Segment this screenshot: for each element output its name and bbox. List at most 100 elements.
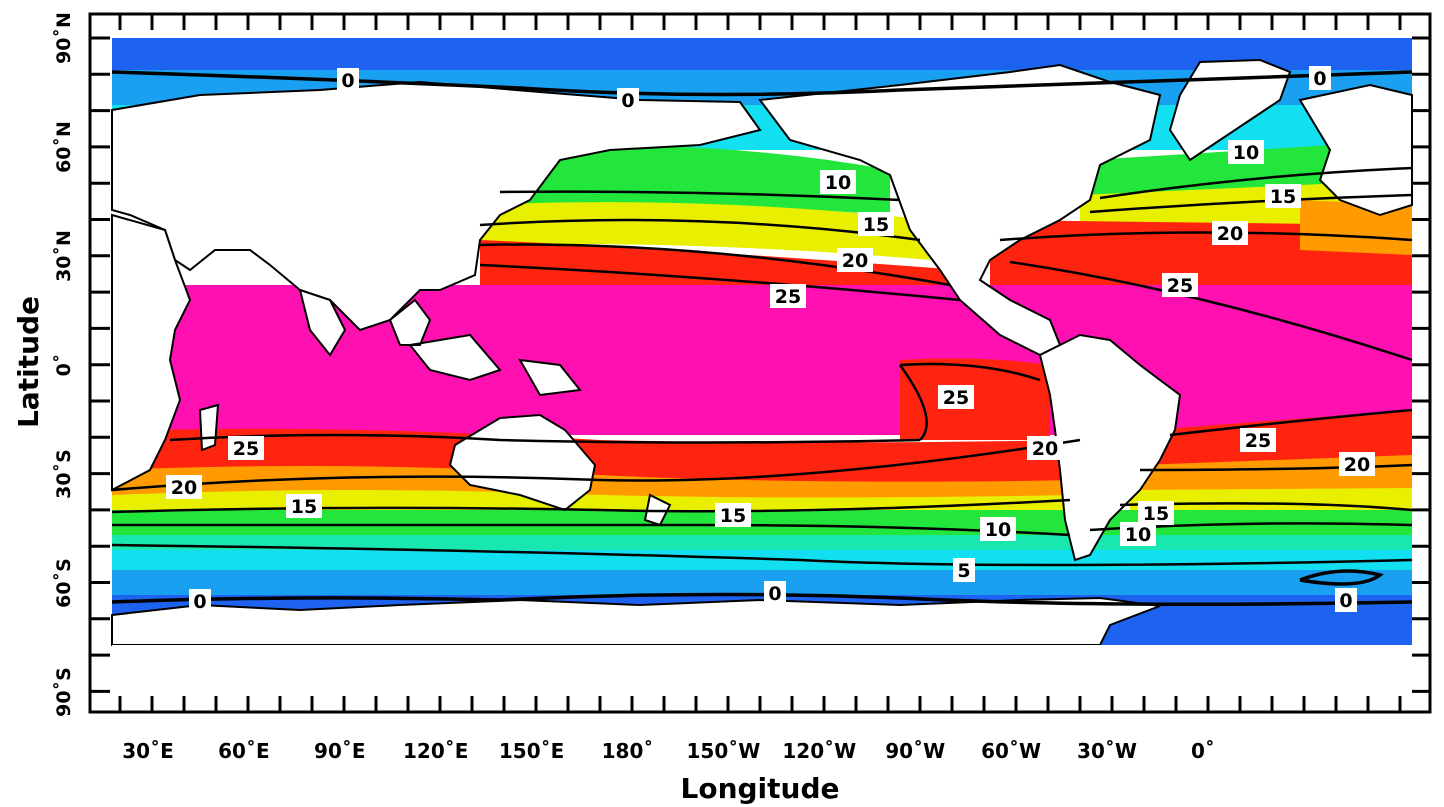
- contour-label-text: 20: [1032, 438, 1058, 460]
- contour-label-south-0-b: 0: [764, 581, 786, 605]
- lon-tick-label: 150˚W: [686, 739, 760, 763]
- contour-label-box: [189, 589, 211, 613]
- contour-label-pac-s-20: 20: [1027, 436, 1063, 460]
- isotherm-20-north: [479, 231, 1413, 287]
- contour-label-text: 15: [720, 505, 746, 527]
- band-yellow-north: [480, 180, 1412, 260]
- contour-label-box: [337, 68, 359, 92]
- contour-label-text: 15: [1270, 186, 1296, 208]
- contour-label-box: [1265, 184, 1301, 208]
- land-masses: [111, 58, 1413, 690]
- contour-label-text: 0: [341, 70, 354, 92]
- contour-label-box: [1339, 452, 1375, 476]
- contour-label-box: [286, 494, 322, 518]
- contour-label-box: [1240, 428, 1276, 452]
- contour-label-south-0-c: 0: [1335, 588, 1357, 612]
- contour-label-box: [938, 385, 974, 409]
- contour-label-pac-s-5: 5: [953, 558, 975, 582]
- lon-tick-label: 30˚E: [122, 739, 174, 763]
- y-axis-title: Latitude: [12, 296, 45, 428]
- contour-label-atl-s-25: 25: [1240, 428, 1276, 452]
- lat-tick-label: 90˚S: [52, 667, 75, 717]
- latitude-ticks: [90, 36, 1430, 693]
- contour-label-atl-n-10: 10: [1228, 140, 1264, 164]
- land-india: [298, 288, 347, 357]
- contour-label-box: [837, 248, 873, 272]
- lon-tick-label: 120˚W: [782, 739, 856, 763]
- land-greenland: [1168, 58, 1292, 162]
- contour-label-atl-s-15: 15: [1138, 501, 1174, 525]
- contour-label-text: 20: [171, 477, 197, 499]
- land-africa: [111, 213, 192, 492]
- lat-tick-label: 0˚: [52, 354, 75, 377]
- contour-label-atl-s-10: 10: [1120, 522, 1156, 546]
- lon-tick-label: 30˚W: [1077, 739, 1137, 763]
- longitude-ticks: [118, 14, 1402, 712]
- isotherm-25-north: [479, 260, 1413, 362]
- lat-tick-label: 60˚S: [52, 558, 75, 608]
- contour-label-box: [1228, 140, 1264, 164]
- latitude-tick-labels: 90˚N60˚N30˚N0˚30˚S60˚S90˚S: [52, 12, 75, 717]
- lon-tick-label: 0˚: [1191, 739, 1215, 763]
- contour-label-text: 25: [233, 438, 259, 460]
- band-orange-south: [112, 455, 1412, 502]
- isotherm-5-south: [111, 543, 1413, 567]
- contour-label-text: 20: [1217, 223, 1243, 245]
- x-axis-title: Longitude: [680, 772, 839, 805]
- isotherm-25-south: [169, 408, 1413, 444]
- contour-label-atl-n-25: 25: [1162, 273, 1198, 297]
- lon-tick-label: 90˚W: [885, 739, 945, 763]
- contour-label-box: [953, 558, 975, 582]
- lon-tick-label: 90˚E: [314, 739, 366, 763]
- contour-label-box: [820, 170, 856, 194]
- lat-tick-label: 60˚N: [52, 121, 75, 173]
- contour-label-atl-s-20: 20: [1339, 452, 1375, 476]
- isotherm-10-north: [499, 166, 1413, 202]
- contour-label-box: [715, 503, 751, 527]
- contour-label-box: [1120, 522, 1156, 546]
- contour-label-pac-n-20: 20: [837, 248, 873, 272]
- contour-label-box: [228, 436, 264, 460]
- land-antarctica: [111, 596, 1161, 646]
- contour-label-text: 20: [1344, 454, 1370, 476]
- isotherm-25-east-pacific: [898, 362, 1041, 441]
- contour-label-text: 5: [957, 560, 970, 582]
- contour-label-text: 25: [1245, 430, 1271, 452]
- contour-label-north-0-c: 0: [1309, 66, 1331, 90]
- map-frame: [88, 12, 1432, 714]
- contour-label-pac-n-10: 10: [820, 170, 856, 194]
- contour-label-text: 15: [863, 214, 889, 236]
- land-europe: [1298, 83, 1413, 217]
- contour-label-box: [764, 581, 786, 605]
- contour-label-north-0-b: 0: [617, 88, 639, 112]
- contour-label-pac-e-25: 25: [938, 385, 974, 409]
- contour-label-text: 25: [775, 286, 801, 308]
- isotherm-0-weddell-loop: [1299, 569, 1384, 586]
- contour-label-pac-n-15: 15: [858, 212, 894, 236]
- contour-label-text: 10: [1233, 142, 1259, 164]
- contour-label-text: 0: [768, 583, 781, 605]
- contour-label-text: 10: [985, 519, 1011, 541]
- contour-label-pac-n-25: 25: [770, 284, 806, 308]
- contour-label-box: [980, 517, 1016, 541]
- contour-label-box: [1212, 221, 1248, 245]
- land-madagascar: [198, 403, 220, 452]
- isotherm-0-north: [111, 70, 1413, 97]
- lat-tick-label: 30˚S: [52, 449, 75, 499]
- lat-tick-label: 90˚N: [52, 12, 75, 64]
- contour-label-pac-s-10: 10: [980, 517, 1016, 541]
- contour-label-box: [617, 88, 639, 112]
- contour-label-text: 25: [943, 387, 969, 409]
- contour-label-text: 0: [1313, 68, 1326, 90]
- contour-label-text: 0: [621, 90, 634, 112]
- land-se-asia: [388, 298, 582, 397]
- contour-label-north-0-a: 0: [337, 68, 359, 92]
- lon-tick-label: 60˚E: [218, 739, 270, 763]
- contour-label-box: [770, 284, 806, 308]
- contour-label-box: [1138, 501, 1174, 525]
- contour-label-south-0-a: 0: [189, 589, 211, 613]
- contour-label-text: 10: [825, 172, 851, 194]
